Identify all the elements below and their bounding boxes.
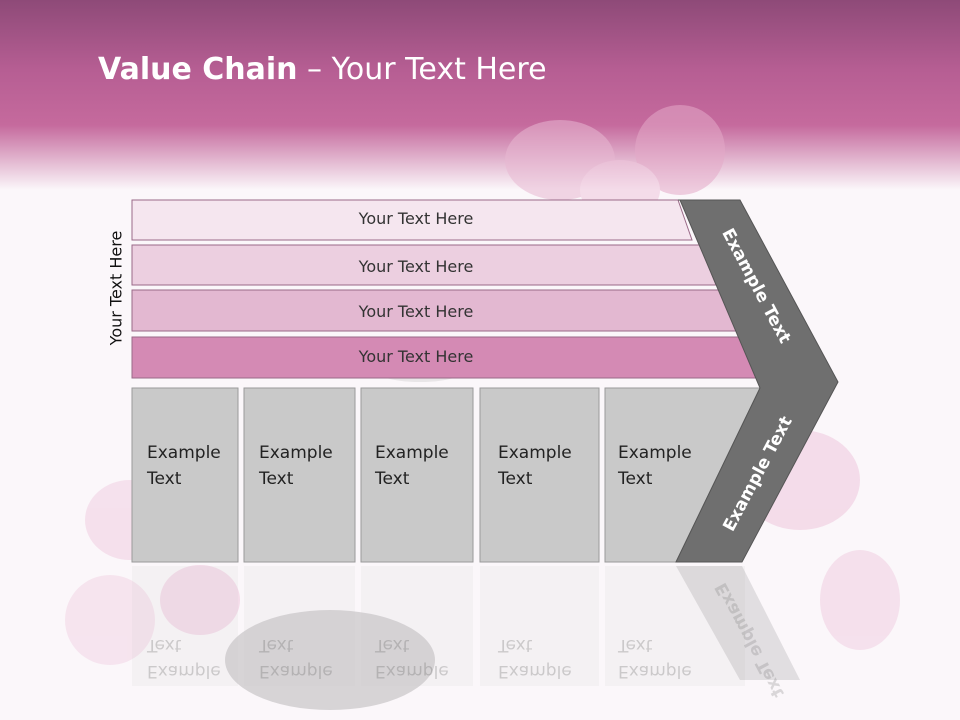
band-label-2: Your Text Here — [358, 257, 474, 276]
header-banner — [0, 0, 960, 190]
page-title: Value Chain – Your Text Here — [98, 52, 547, 87]
cell-1-line2: Text — [147, 469, 182, 489]
cell-reflection-1: Example Text — [147, 632, 221, 684]
cell-5-reflect-line2: Text — [618, 635, 653, 655]
cell-4-line1: Example — [498, 443, 572, 463]
cell-reflection-2: Example Text — [259, 632, 333, 684]
cell-2-reflect-line1: Example — [259, 661, 333, 681]
cell-3-line1: Example — [375, 443, 449, 463]
title-rest: – Your Text Here — [297, 52, 547, 87]
cell-4 — [479, 387, 600, 563]
cell-3-reflect-line1: Example — [375, 661, 449, 681]
cell-reflection-3: Example Text — [375, 632, 449, 684]
cell-2-line1: Example — [259, 443, 333, 463]
cell-2-reflect-line2: Text — [259, 635, 294, 655]
title-bold: Value Chain — [98, 52, 298, 87]
band-1 — [131, 199, 693, 241]
cell-1-reflect-line1: Example — [147, 661, 221, 681]
cell-5-line1: Example — [618, 443, 692, 463]
cell-3-line2: Text — [375, 469, 410, 489]
margin-chevron — [675, 199, 839, 563]
cell-reflection-4: Example Text — [498, 632, 572, 684]
cell-1-line1: Example — [147, 443, 221, 463]
side-label-text: Your Text Here — [106, 230, 126, 346]
band-label-1: Your Text Here — [358, 209, 474, 228]
cell-4-reflect-line1: Example — [498, 661, 572, 681]
band-label-4: Your Text Here — [358, 347, 474, 366]
cells-reflection — [132, 566, 745, 686]
cell-4-line2: Text — [498, 469, 533, 489]
cell-3 — [360, 387, 474, 563]
cell-reflection-5: Example Text — [618, 632, 692, 684]
cell-4-reflect-line2: Text — [498, 635, 533, 655]
cell-3-reflect-line2: Text — [375, 635, 410, 655]
cell-5-line2: Text — [618, 469, 653, 489]
cell-5-reflect-line1: Example — [618, 661, 692, 681]
band-label-3: Your Text Here — [358, 302, 474, 321]
cell-1 — [131, 387, 239, 563]
cell-2-line2: Text — [259, 469, 294, 489]
cell-1-reflect-line2: Text — [147, 635, 182, 655]
margin-chevron-reflection — [676, 566, 800, 680]
cell-2 — [243, 387, 356, 563]
